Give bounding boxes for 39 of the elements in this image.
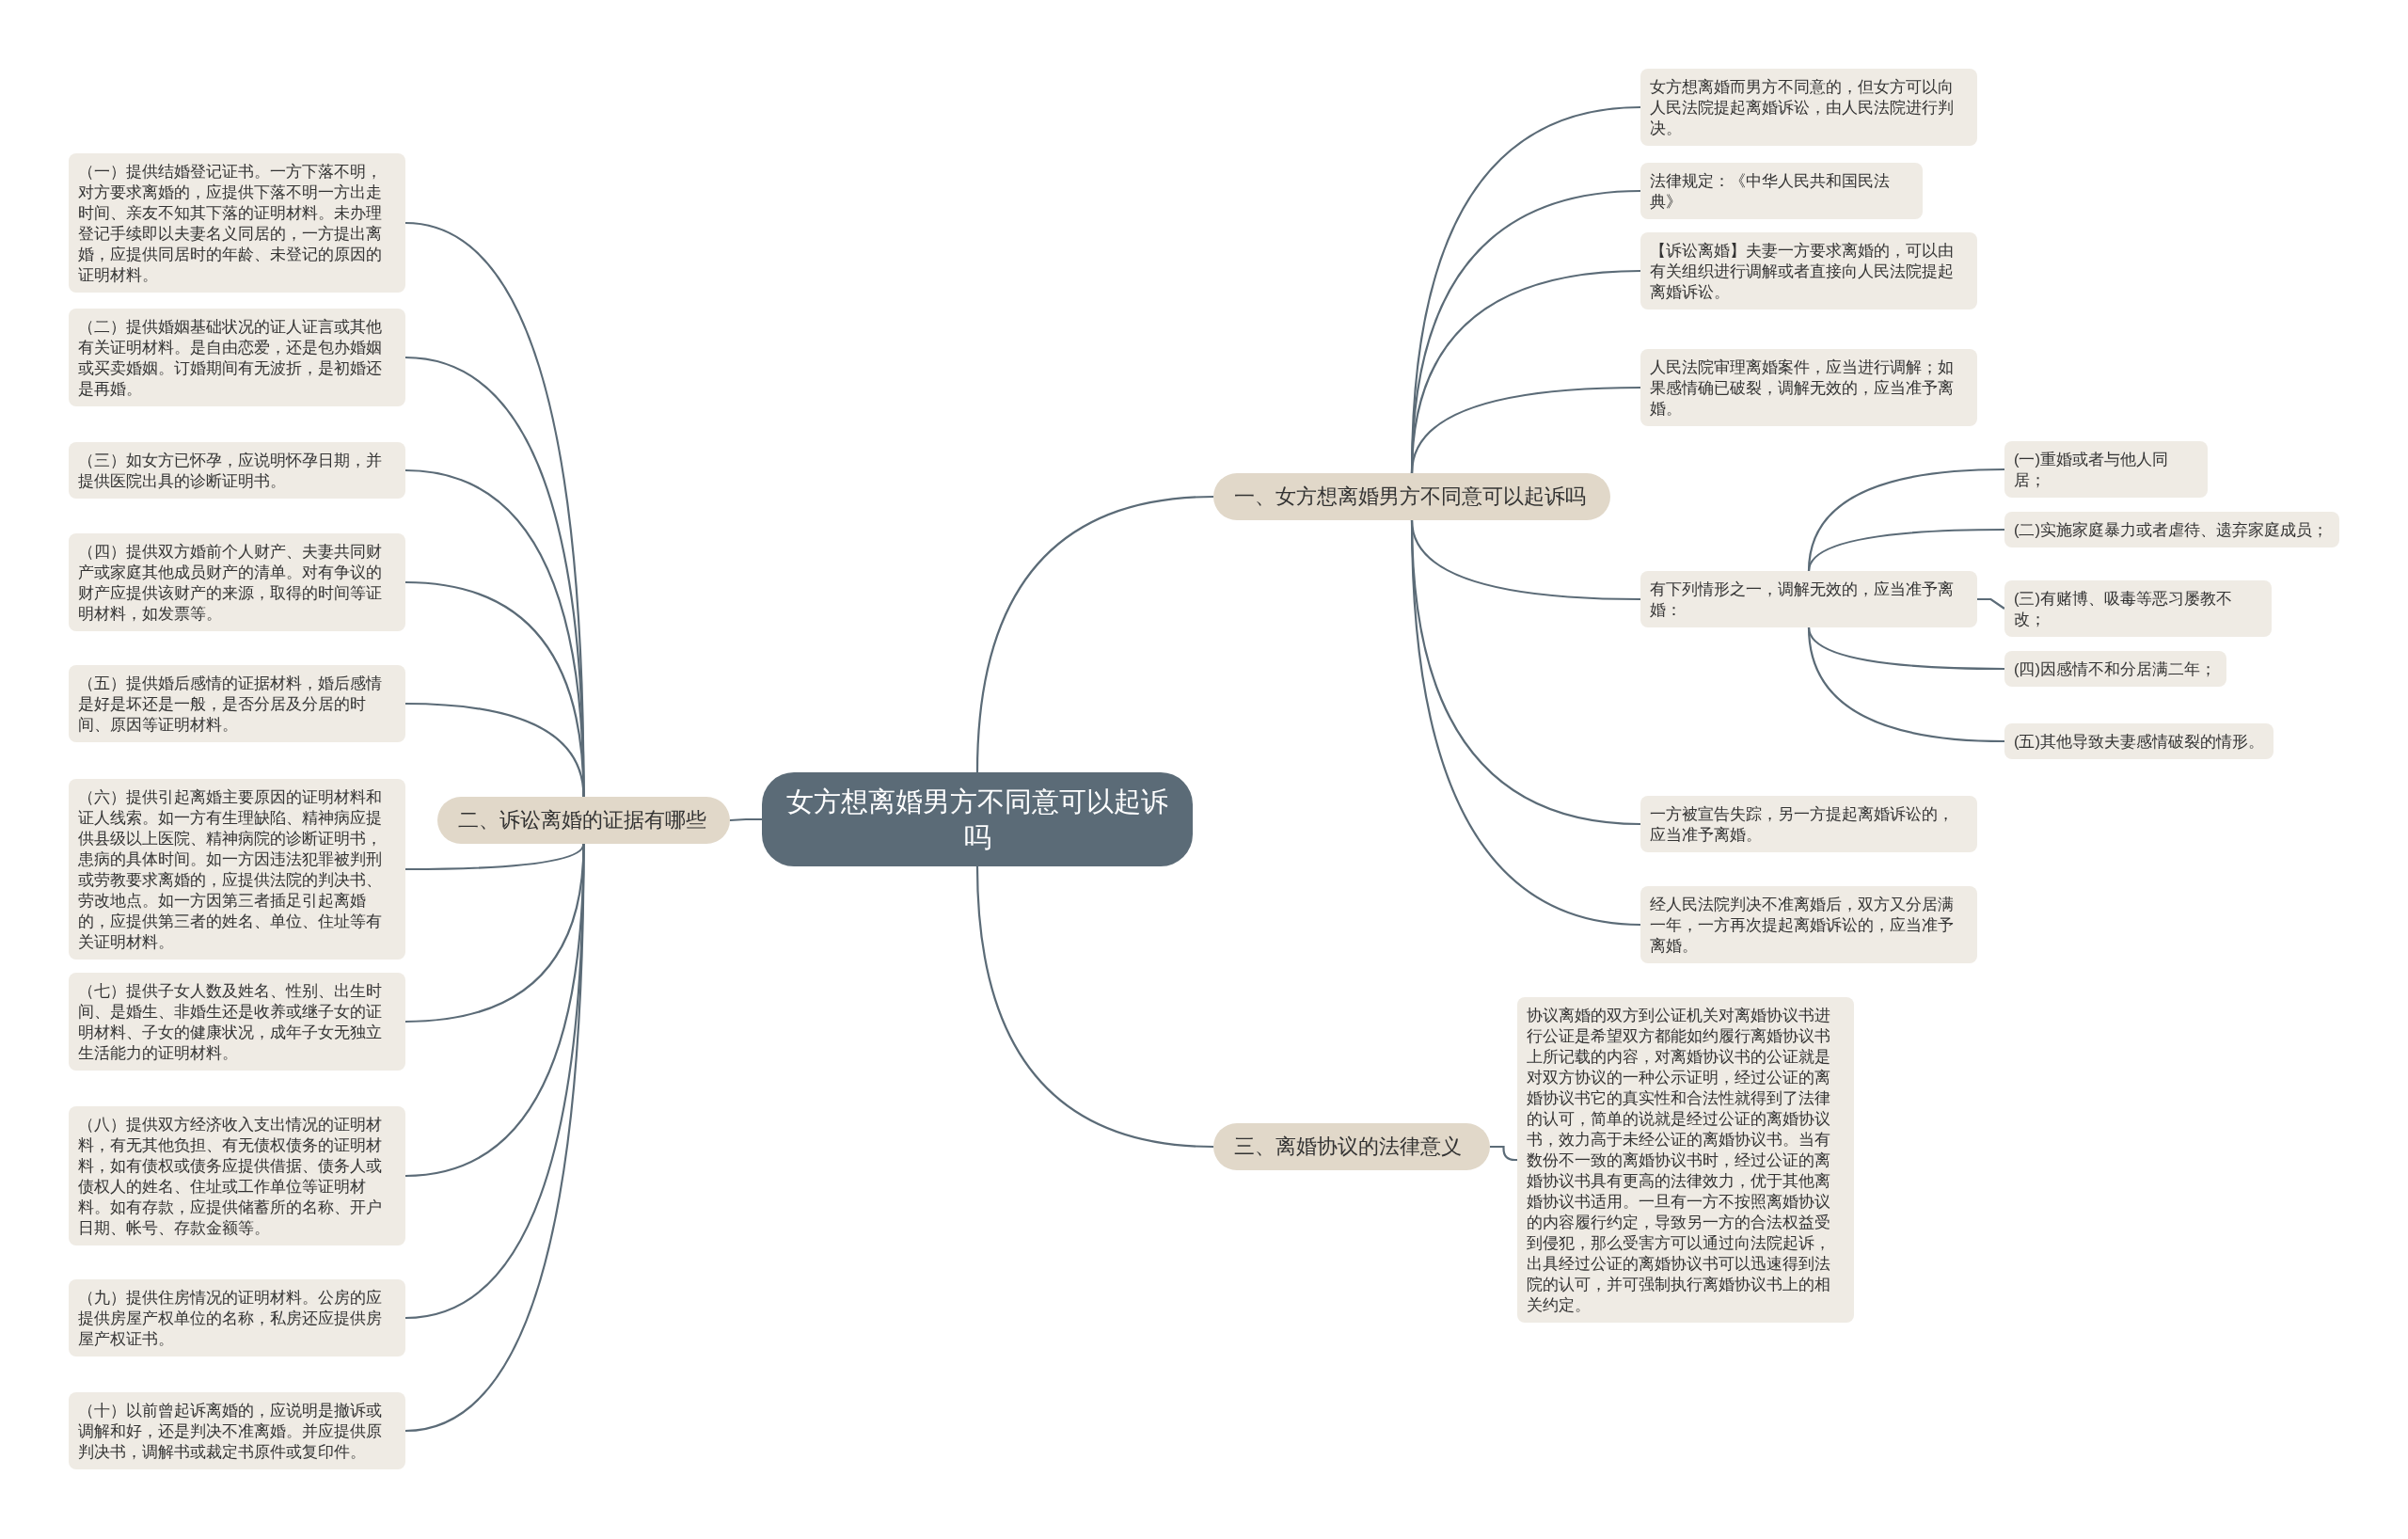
topic-box: 一、女方想离婚男方不同意可以起诉吗 [1213, 473, 1610, 520]
connector-line [1977, 597, 2005, 610]
connector-line [1807, 627, 2005, 743]
connector-line [1410, 386, 1640, 474]
note-box: (四)因感情不和分居满二年； [2004, 651, 2226, 687]
connector-line [1490, 1145, 1517, 1162]
note-box: （十）以前曾起诉离婚的，应说明是撤诉或调解和好，还是判决不准离婚。并应提供原判决书，调解书或裁定书原件或复印件。 [69, 1392, 405, 1469]
note-box: (一)重婚或者与他人同居； [2004, 441, 2208, 498]
note-box: （七）提供子女人数及姓名、性别、出生时间、是婚生、非婚生还是收养或继子女的证明材料、子女的健康状况，成年子女无独立生活能力的证明材料。 [69, 973, 405, 1071]
note-box: (二)实施家庭暴力或者虐待、遗弃家庭成员； [2004, 512, 2339, 547]
central-topic: 女方想离婚男方不同意可以起诉吗 [762, 772, 1193, 866]
note-box: 协议离婚的双方到公证机关对离婚协议书进行公证是希望双方都能如约履行离婚协议书上所记载的内容，对离婚协议书的公证就是对双方协议的一种公示证明，经过公证的离婚协议书它的真实性和合法性就得到了法律的认可，简单的说就是经过公证的离婚协议书，效力高于未经公证的离婚协议书。当有数份不一致的离婚协议书时，经过公证的离婚协议书具有更高的法律效力，优于其他离婚协议书适用。一旦有一方不按照离婚协议的内容履行约定，导致另一方的合法权益受到侵犯，那么受害方可以通过向法院起诉，出具经过公证的离婚协议书可以迅速得到法院的认可，并可强制执行离婚协议书上的相关约定。 [1517, 997, 1854, 1323]
topic-box: 三、离婚协议的法律意义 [1213, 1123, 1490, 1170]
note-box: （九）提供住房情况的证明材料。公房的应提供房屋产权单位的名称，私房还应提供房屋产权证书。 [69, 1279, 405, 1357]
connector-line [404, 844, 585, 1433]
note-box: (五)其他导致夫妻感情破裂的情形。 [2004, 723, 2273, 759]
connector-line [975, 865, 1214, 1149]
note-box: （八）提供双方经济收入支出情况的证明材料，有无其他负担、有无债权债务的证明材料，如有债权或债务应提供借据、债务人或债权人的姓名、住址或工作单位等证明材料。如有存款，应提供储蓄所的名称、开户日期、帐号、存款金额等。 [69, 1106, 405, 1245]
note-box: 法律规定：《中华人民共和国民法典》 [1640, 163, 1923, 219]
note-box: （四）提供双方婚前个人财产、夫妻共同财产或家庭其他成员财产的清单。对有争议的财产应提供该财产的来源，取得的时间等证明材料，如发票等。 [69, 533, 405, 631]
note-box: 经人民法院判决不准离婚后，双方又分居满一年，一方再次提起离婚诉讼的，应当准予离婚。 [1640, 886, 1977, 963]
connector-line [975, 495, 1214, 773]
connector-line [404, 702, 585, 798]
note-box: 【诉讼离婚】夫妻一方要求离婚的，可以由有关组织进行调解或者直接向人民法院提起离婚诉讼。 [1640, 232, 1977, 309]
topic-box: 二、诉讼离婚的证据有哪些 [437, 797, 730, 844]
note-box: （六）提供引起离婚主要原因的证明材料和证人线索。如一方有生理缺陷、精神病应提供县级以上医院、精神病院的诊断证明书，患病的具体时间。如一方因违法犯罪被判刑或劳教要求离婚的，应提供法院的判决书、劳改地点。如一方因第三者插足引起离婚的，应提供第三者的姓名、单位、住址等有关证明材料。 [69, 779, 405, 960]
connector-line [729, 817, 762, 822]
connector-line [1410, 519, 1641, 927]
connector-line [404, 580, 585, 798]
note-box: 有下列情形之一，调解无效的，应当准予离婚： [1640, 571, 1977, 627]
note-box: 女方想离婚而男方不同意的，但女方可以向人民法院提起离婚诉讼，由人民法院进行判决。 [1640, 69, 1977, 146]
note-box: （一）提供结婚登记证书。一方下落不明，对方要求离婚的，应提供下落不明一方出走时间、亲友不知其下落的证明材料。未办理登记手续即以夫妻名义同居的，一方提出离婚，应提供同居时的年龄、未登记的原因的证明材料。 [69, 153, 405, 293]
note-box: （三）如女方已怀孕，应说明怀孕日期，并提供医院出具的诊断证明书。 [69, 442, 405, 499]
note-box: （五）提供婚后感情的证据材料，婚后感情是好是坏还是一般，是否分居及分居的时间、原因等证明材料。 [69, 665, 405, 742]
note-box: 一方被宣告失踪，另一方提起离婚诉讼的，应当准予离婚。 [1640, 796, 1977, 852]
connector-line [1807, 528, 2004, 572]
note-box: （二）提供婚姻基础状况的证人证言或其他有关证明材料。是自由恋爱，还是包办婚姻或买卖婚姻。订婚期间有无波折，是初婚还是再婚。 [69, 309, 405, 406]
note-box: (三)有赌博、吸毒等恶习屡教不改； [2004, 580, 2272, 637]
note-box: 人民法院审理离婚案件，应当进行调解；如果感情确已破裂，调解无效的，应当准予离婚。 [1640, 349, 1977, 426]
